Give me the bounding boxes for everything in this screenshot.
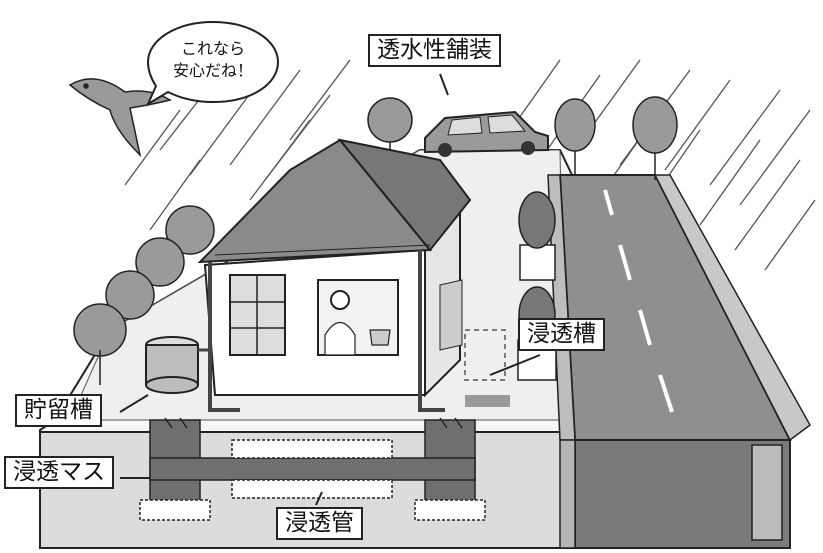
infiltration-tank-overflow — [465, 395, 510, 407]
car — [424, 110, 549, 157]
leader-lines — [119, 73, 541, 506]
speech-line-1: これなら — [180, 39, 245, 58]
label-infiltration-basin: 浸透マス — [4, 456, 114, 489]
label-infiltration-pipe: 浸透管 — [276, 507, 363, 540]
trees — [73, 96, 678, 385]
label-permeable-paving: 透水性舗装 — [368, 34, 501, 67]
road — [547, 174, 811, 549]
house — [197, 138, 472, 412]
infiltration-tank-outline — [464, 329, 506, 381]
speech-bubble: これなら 安心だね！ — [150, 18, 276, 104]
storage-tank — [145, 336, 212, 394]
label-storage-tank: 貯留槽 — [15, 394, 102, 427]
label-infiltration-tank: 浸透槽 — [518, 318, 605, 351]
speech-line-2: 安心だね！ — [172, 61, 253, 80]
speech-bubble-shape — [145, 20, 280, 107]
underground — [139, 417, 486, 521]
rain — [124, 59, 816, 271]
